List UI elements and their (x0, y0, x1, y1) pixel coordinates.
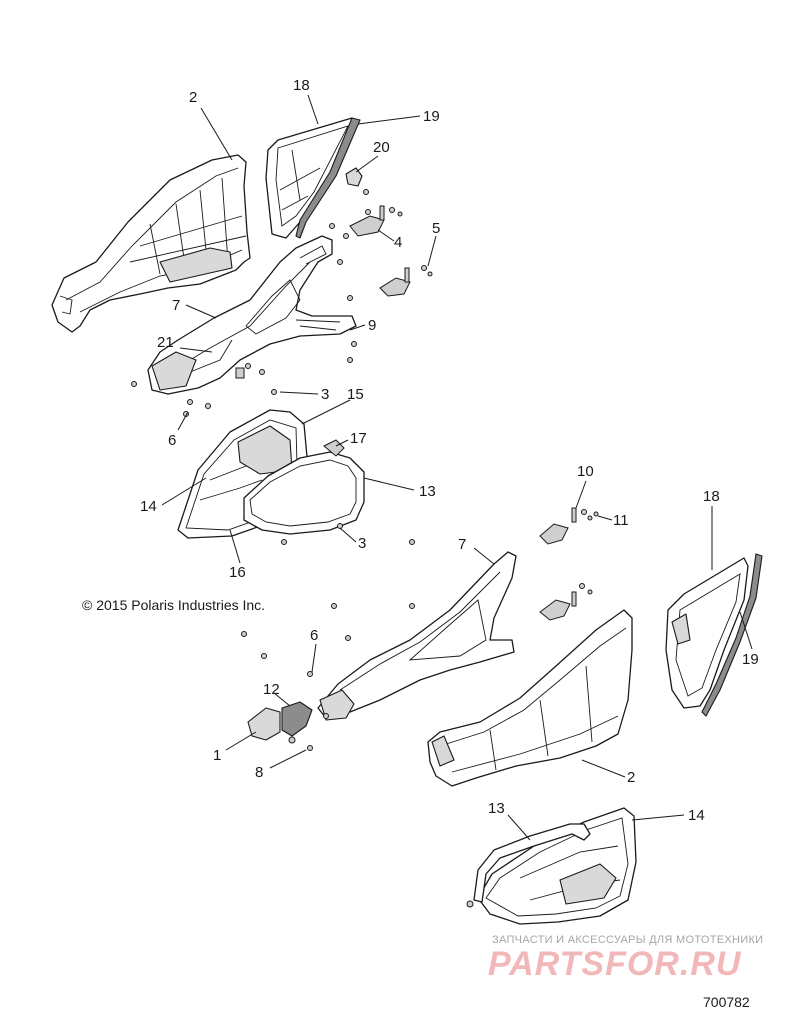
callout-7: 7 (458, 536, 466, 553)
callout-19: 19 (423, 108, 440, 125)
door-bar-lower (466, 823, 591, 908)
seal-strip-lower (701, 553, 763, 717)
callout-19: 19 (742, 651, 759, 668)
callout-15: 15 (347, 386, 364, 403)
callout-6: 6 (310, 627, 318, 644)
callout-labels: 2 18 19 20 4 5 7 9 21 3 15 6 17 13 14 3 … (140, 77, 759, 824)
callout-1: 1 (213, 747, 221, 764)
callout-17: 17 (350, 430, 367, 447)
hardware-lower (241, 507, 599, 751)
callout-12: 12 (263, 681, 280, 698)
door-frame-lower (317, 551, 517, 721)
door-panel-lower (427, 609, 633, 787)
callout-20: 20 (373, 139, 390, 156)
callout-4: 4 (394, 234, 402, 251)
clip-part (345, 167, 363, 187)
hardware-upper (131, 189, 433, 417)
window-panel-upper (265, 117, 357, 239)
callout-2: 2 (189, 89, 197, 106)
window-panel-lower (665, 557, 749, 709)
callout-10: 10 (577, 463, 594, 480)
door-frame-upper (147, 235, 357, 395)
door-inner-panel-lower (477, 807, 637, 925)
watermark-logo: PARTSFOR.RU (488, 945, 742, 983)
callout-14: 14 (140, 498, 157, 515)
callout-18: 18 (293, 77, 310, 94)
latch-assembly (247, 701, 313, 744)
callout-3: 3 (358, 535, 366, 552)
callout-7: 7 (172, 297, 180, 314)
callout-21: 21 (157, 334, 174, 351)
callout-13: 13 (488, 800, 505, 817)
callout-3: 3 (321, 386, 329, 403)
callout-9: 9 (368, 317, 376, 334)
figure-number: 700782 (703, 994, 750, 1010)
copyright-notice: © 2015 Polaris Industries Inc. (82, 597, 266, 613)
callout-2: 2 (627, 769, 635, 786)
door-panel-upper (51, 154, 251, 333)
callout-5: 5 (432, 220, 440, 237)
seal-strip-upper (295, 117, 361, 239)
callout-6: 6 (168, 432, 176, 449)
callout-13: 13 (419, 483, 436, 500)
watermark-tagline: ЗАПЧАСТИ И АКСЕССУАРЫ ДЛЯ МОТОТЕХНИКИ (492, 934, 764, 946)
leader-lines (161, 94, 753, 841)
door-bar-upper (243, 439, 365, 535)
callout-11: 11 (613, 512, 629, 529)
callout-16: 16 (229, 564, 246, 581)
callout-18: 18 (703, 488, 720, 505)
callout-8: 8 (255, 764, 263, 781)
callout-14: 14 (688, 807, 705, 824)
